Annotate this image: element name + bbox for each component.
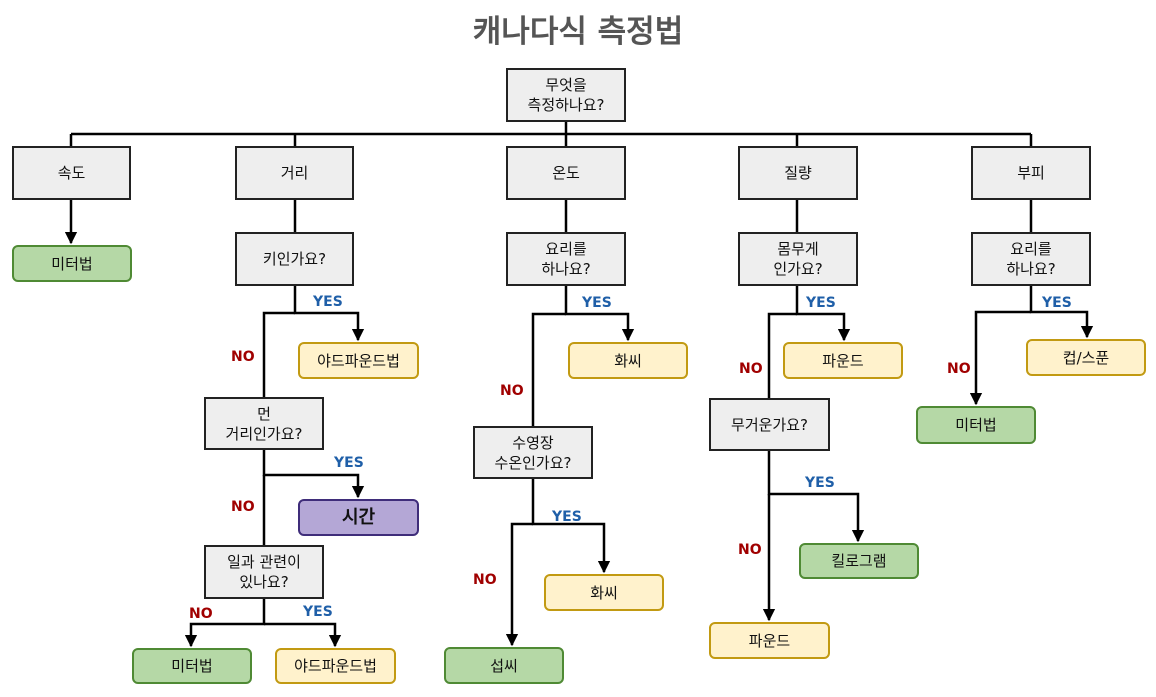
distance-q-far: 먼 거리인가요? xyxy=(204,397,324,450)
temperature-q-cooking: 요리를 하나요? xyxy=(506,232,626,286)
yes-label: YES xyxy=(805,475,835,491)
no-label: NO xyxy=(739,361,763,377)
volume-result-cup-spoon: 컵/스푼 xyxy=(1026,339,1146,376)
temperature-result-fahrenheit: 화씨 xyxy=(568,342,688,379)
yes-label: YES xyxy=(1042,295,1072,311)
speed-result-metric: 미터법 xyxy=(12,245,132,282)
root-question: 무엇을 측정하나요? xyxy=(506,68,626,122)
category-distance: 거리 xyxy=(235,146,354,200)
distance-q-height: 키인가요? xyxy=(235,232,354,286)
distance-result-metric: 미터법 xyxy=(132,648,252,684)
no-label: NO xyxy=(189,606,213,622)
temperature-result-fahrenheit-pool: 화씨 xyxy=(544,574,664,611)
temperature-result-celsius: 섭씨 xyxy=(444,647,564,684)
category-speed: 속도 xyxy=(12,146,131,200)
temperature-q-pool: 수영장 수온인가요? xyxy=(473,426,593,479)
yes-label: YES xyxy=(334,455,364,471)
no-label: NO xyxy=(500,383,524,399)
mass-result-kilogram: 킬로그램 xyxy=(799,543,919,579)
no-label: NO xyxy=(473,572,497,588)
volume-q-cooking: 요리를 하나요? xyxy=(971,232,1091,286)
category-volume: 부피 xyxy=(971,146,1091,200)
yes-label: YES xyxy=(582,295,612,311)
mass-q-heavy: 무거운가요? xyxy=(709,398,830,451)
chart-title: 캐나다식 측정법 xyxy=(472,14,684,50)
mass-result-pound: 파운드 xyxy=(783,342,903,379)
no-label: NO xyxy=(231,349,255,365)
no-label: NO xyxy=(231,499,255,515)
no-label: NO xyxy=(947,361,971,377)
no-label: NO xyxy=(738,542,762,558)
distance-result-time: 시간 xyxy=(298,499,419,536)
mass-q-bodyweight: 몸무게 인가요? xyxy=(738,232,858,286)
yes-label: YES xyxy=(303,604,333,620)
category-temperature: 온도 xyxy=(506,146,626,200)
distance-result-imperial: 야드파운드법 xyxy=(298,342,419,379)
volume-result-metric: 미터법 xyxy=(916,406,1036,444)
yes-label: YES xyxy=(313,294,343,310)
category-mass: 질량 xyxy=(738,146,858,200)
mass-result-pound-light: 파운드 xyxy=(709,622,830,659)
yes-label: YES xyxy=(806,295,836,311)
distance-q-work: 일과 관련이 있나요? xyxy=(204,545,324,599)
yes-label: YES xyxy=(552,509,582,525)
distance-result-imperial-work: 야드파운드법 xyxy=(275,648,396,684)
